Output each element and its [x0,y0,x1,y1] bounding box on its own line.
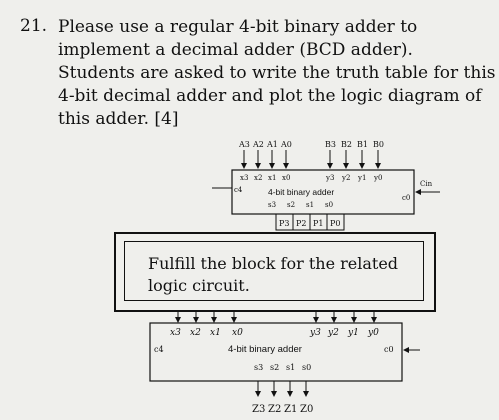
bottom-adder-title: 4-bit binary adder [228,344,302,355]
question-line-1: Please use a regular 4-bit binary adder … [58,17,418,37]
question-line-4: 4-bit decimal adder and plot the logic d… [58,86,482,106]
top-label-b0: B0 [373,140,384,149]
top-adder [212,150,440,231]
top-cin-label: Cin [420,180,433,188]
top-label-b2: B2 [341,140,352,149]
top-port-x3: x3 [240,174,248,182]
top-label-a2: A2 [252,140,264,149]
question-line-3: Students are asked to write the truth ta… [58,63,496,83]
top-port-x0: x0 [282,174,290,182]
bottom-adder-box [149,322,403,382]
fulfill-block-inner [124,241,424,301]
fulfill-instruction: Fulfill the block for the related logic … [148,253,398,297]
bottom-port-x0: x0 [232,328,243,338]
top-label-a0: A0 [280,140,292,149]
top-output-p3: P3 [279,219,289,228]
bottom-port-y3: y3 [309,328,321,338]
top-label-b1: B1 [357,140,368,149]
bottom-c4-label: c4 [154,345,164,354]
bottom-output-z1: Z1 [284,404,297,415]
top-port-y0: y0 [373,174,382,182]
bottom-port-s3: s3 [254,363,263,372]
bottom-c0-label: c0 [384,345,394,354]
top-label-b3: B3 [325,140,336,149]
bottom-adder [149,310,420,397]
bottom-port-s2: s2 [270,363,279,372]
top-output-p2: P2 [296,219,306,228]
fulfill-line-1: Fulfill the block for the related [148,254,399,273]
top-label-a3: A3 [238,140,250,149]
bottom-port-x1: x1 [210,328,221,338]
bottom-port-y1: y1 [347,328,359,338]
top-port-y2: y2 [341,174,350,182]
bottom-port-s1: s1 [286,363,295,372]
bottom-port-y0: y0 [367,328,379,338]
top-port-s3: s3 [268,201,276,209]
top-c4-label: c4 [234,186,243,194]
bottom-port-s0: s0 [302,363,311,372]
top-port-y3: y3 [325,174,334,182]
question-number: 21. [20,16,48,36]
top-port-x2: x2 [254,174,262,182]
top-port-s0: s0 [325,201,333,209]
top-port-s1: s1 [306,201,314,209]
bottom-output-z2: Z2 [268,404,281,415]
top-port-x1: x1 [268,174,276,182]
bottom-port-x3: x3 [170,328,181,338]
top-c0-label: c0 [402,194,410,202]
top-port-y1: y1 [357,174,366,182]
fulfill-block-outer [114,232,436,312]
bottom-output-z3: Z3 [252,404,265,415]
bottom-output-z0: Z0 [300,404,313,415]
bottom-port-x2: x2 [190,328,201,338]
question-line-5: this adder. [4] [58,109,179,129]
bottom-port-y2: y2 [327,328,339,338]
top-port-s2: s2 [287,201,295,209]
question-text: Please use a regular 4-bit binary adder … [58,16,496,131]
top-label-a1: A1 [266,140,278,149]
fulfill-line-2: logic circuit. [148,276,250,295]
question-line-2: implement a decimal adder (BCD adder). [58,40,413,60]
top-output-p1: P1 [313,219,323,228]
top-adder-title: 4-bit binary adder [268,187,334,197]
top-output-p0: P0 [330,219,340,228]
